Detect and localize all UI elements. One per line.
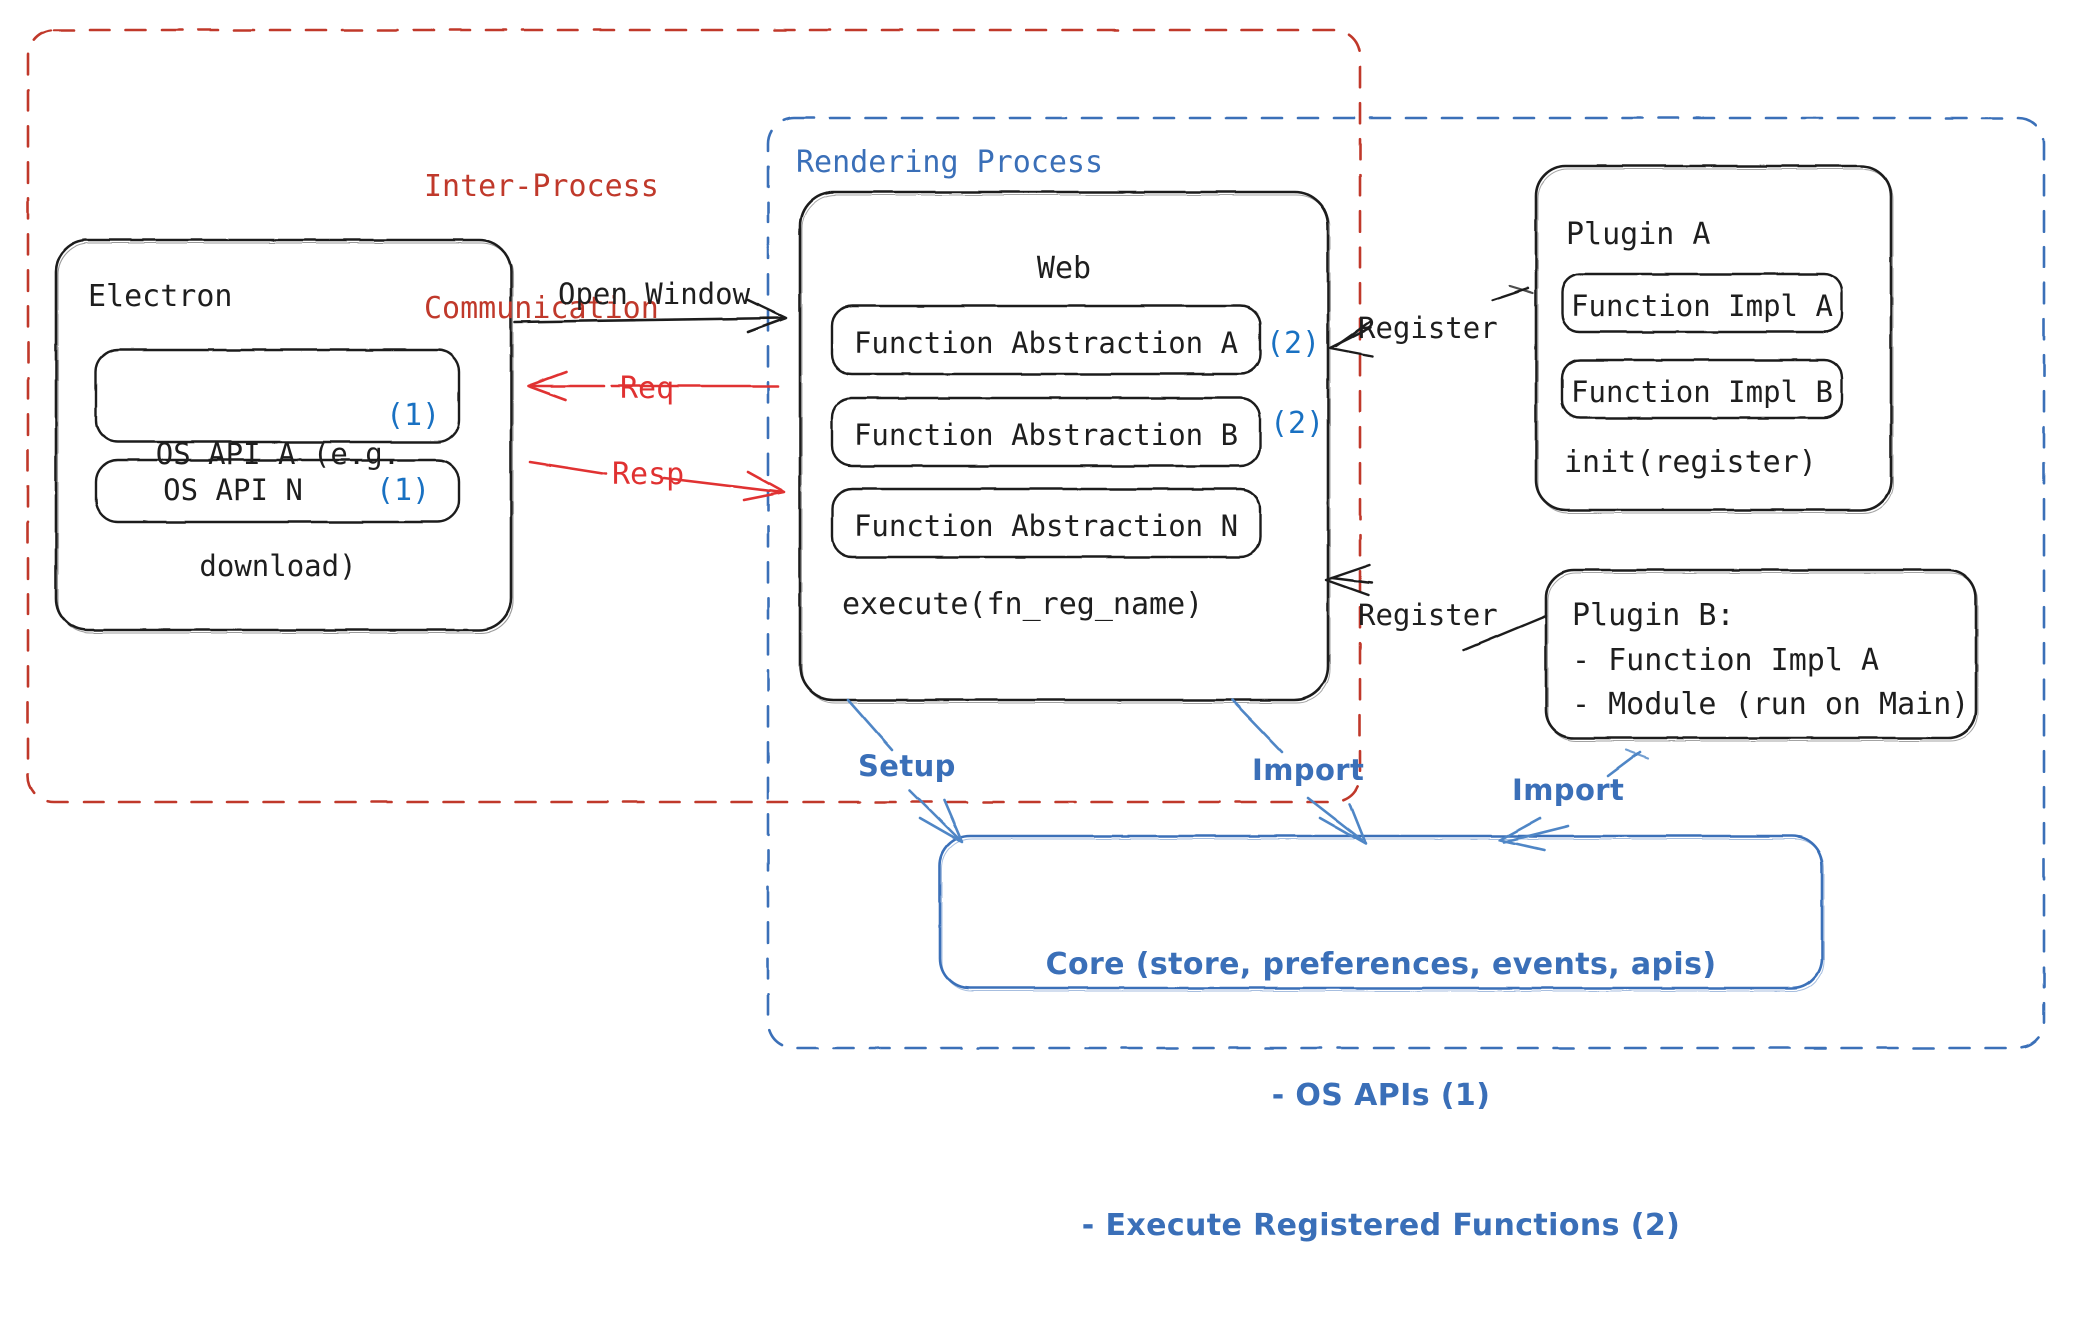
edge-resp-label: Resp bbox=[612, 457, 685, 492]
node-plugin-b-title: Plugin B: bbox=[1572, 598, 1735, 633]
node-fn-impl-b-label: Function Impl B bbox=[1571, 375, 1833, 409]
node-fn-abstraction-a-label: Function Abstraction A bbox=[853, 326, 1239, 360]
edge-req-arrow bbox=[526, 370, 780, 402]
node-os-api-a-box bbox=[94, 348, 461, 444]
node-plugin-a-box bbox=[1534, 164, 1894, 514]
region-ipc-label: Inter-Process Communication bbox=[424, 86, 659, 410]
edge-import-web-label: Import bbox=[1252, 753, 1365, 787]
node-fn-impl-a-label: Function Impl A bbox=[1571, 289, 1833, 323]
edge-setup-arrow bbox=[846, 698, 964, 844]
node-os-api-n-label: OS API N bbox=[163, 473, 303, 507]
node-fn-abstraction-b-box bbox=[830, 396, 1262, 468]
node-os-api-n-badge: (1) bbox=[376, 473, 431, 508]
node-fn-abstraction-n-box bbox=[830, 487, 1262, 559]
node-os-api-n-box bbox=[94, 458, 461, 524]
edge-register-plugin-b-label: Register bbox=[1358, 598, 1498, 632]
node-plugin-a-footer: init(register) bbox=[1564, 445, 1817, 480]
node-fn-impl-a-box bbox=[1560, 272, 1844, 334]
edge-register-plugin-a-label: Register bbox=[1358, 311, 1498, 345]
region-ipc-label-line2: Communication bbox=[424, 290, 659, 326]
region-rendering-border bbox=[766, 116, 2046, 1050]
region-ipc-border bbox=[26, 28, 1362, 804]
node-core-line-3: - Execute Registered Functions (2) bbox=[1081, 1208, 1681, 1243]
node-fn-abstraction-b-label: Function Abstraction B bbox=[853, 418, 1239, 452]
node-plugin-b-box bbox=[1544, 568, 1979, 742]
node-os-api-a-line1: OS API A (e.g. bbox=[155, 437, 401, 472]
edge-setup-label: Setup bbox=[858, 749, 956, 783]
node-web-title: Web bbox=[1036, 251, 1092, 286]
node-fn-abstraction-a-badge: (2) bbox=[1266, 326, 1321, 361]
edge-register-plugin-a-arrow bbox=[1328, 284, 1535, 358]
node-electron-title: Electron bbox=[88, 279, 233, 314]
node-core-box bbox=[938, 834, 1825, 992]
node-os-api-a-line2: download) bbox=[199, 548, 357, 583]
node-plugin-b-line-1: - Function Impl A bbox=[1572, 643, 1880, 678]
edge-resp-arrow bbox=[528, 460, 786, 502]
edge-register-plugin-b-arrow bbox=[1324, 563, 1548, 652]
region-ipc-label-line1: Inter-Process bbox=[424, 169, 659, 204]
diagram-canvas: Inter-Process Communication Rendering Pr… bbox=[26, 28, 2046, 1243]
node-plugin-a-title: Plugin A bbox=[1566, 217, 1711, 252]
node-fn-impl-b-box bbox=[1560, 358, 1844, 420]
node-web-footer: execute(fn_reg_name) bbox=[842, 587, 1204, 622]
edge-open-window-arrow bbox=[513, 298, 788, 334]
edge-req-label: Req bbox=[620, 371, 675, 406]
node-os-api-a-label: OS API A (e.g. download) bbox=[108, 362, 448, 659]
node-core-line-1: Core (store, preferences, events, apis) bbox=[1045, 947, 1717, 982]
node-plugin-b-line-2: - Module (run on Main) bbox=[1572, 687, 1970, 722]
edge-import-plugin-label: Import bbox=[1512, 773, 1625, 807]
diagram-vector-layer bbox=[26, 28, 2046, 1050]
edge-import-plugin-arrow bbox=[1498, 748, 1650, 852]
edge-open-window-label: Open Window bbox=[558, 277, 751, 311]
node-core-text: Core (store, preferences, events, apis) … bbox=[940, 856, 1822, 1335]
region-rendering-label: Rendering Process bbox=[796, 145, 1104, 180]
node-fn-abstraction-a-box bbox=[830, 304, 1262, 376]
node-os-api-a-badge: (1) bbox=[386, 398, 441, 433]
edge-import-web-arrow bbox=[1230, 698, 1368, 846]
node-fn-abstraction-n-label: Function Abstraction N bbox=[853, 509, 1239, 543]
node-core-line-2: - OS APIs (1) bbox=[1271, 1077, 1491, 1113]
node-fn-abstraction-b-badge: (2) bbox=[1270, 406, 1325, 441]
